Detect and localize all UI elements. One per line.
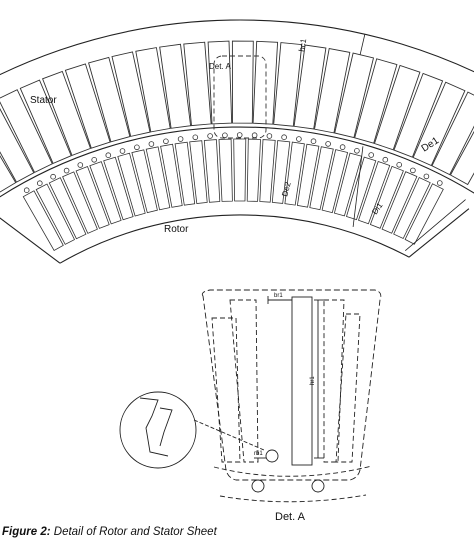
detail-rotor-bar-3 [312,480,324,492]
rotor-slot [234,139,246,201]
rotor-bar [149,142,154,147]
rotor-bar [397,162,402,167]
rotor-bar [37,181,42,186]
rotor-bar [437,181,442,186]
det-a-label-bottom: Det. A [275,511,306,523]
stator-slot [375,66,420,150]
stator-slot [413,82,465,165]
stator-slot [432,92,474,175]
rotor-bar [51,174,56,179]
detail-center-slot [292,297,312,465]
detail-slot-right [336,314,360,462]
rotor-bar [178,137,183,142]
stator-slot [355,59,397,143]
de1-label: De1 [420,135,442,154]
rotor-label: Rotor [164,224,189,235]
caption-prefix: Figure 2: [2,526,51,538]
rotor-slot [118,153,145,216]
rotor-slot [175,142,195,205]
hc1-label: hc1 [297,38,308,53]
rotor-bar [208,134,213,139]
rotor-bar [383,157,388,162]
stator-slot [89,57,130,141]
stator-slot [43,71,91,155]
rotor-bar [340,145,345,150]
stator-slot [294,45,326,129]
rotor-slot [247,139,260,201]
rotor-slot [370,166,403,228]
rotor-bar [193,135,198,140]
rotor-bar [120,149,125,154]
rotor-right-edge [409,209,469,257]
rotor-bar [369,153,374,158]
hc1-dimension [360,34,365,54]
stator-slot [208,41,232,124]
stator-label: Stator [30,95,57,106]
rotor-inner-arc [60,215,409,263]
rotor-bar [267,134,272,139]
zoom-circle [120,392,196,468]
de2-label: De2 [280,180,293,197]
stator-slot [112,52,150,136]
rotor-bar [135,145,140,150]
detail-slot-left [212,318,240,462]
rb1-label: rb1 [254,451,263,457]
figure-caption: Figure 2: Detail of Rotor and Stator She… [2,526,217,538]
rotor-bar [424,174,429,179]
detail-rotor-bar-1 [266,450,278,462]
zoom-detail-line-2 [160,408,172,446]
sector-outline [0,20,474,263]
rotor-bar [106,153,111,158]
detail-rotor-bar-2 [252,480,264,492]
zoom-leader-line [194,420,264,450]
stator-slot [160,44,191,128]
rotor-bar [282,135,287,140]
detail-airgap-arc [214,466,372,476]
rotor-bar [64,168,69,173]
rotor-bar [92,157,97,162]
caption-text: Detail of Rotor and Stator Sheet [51,526,217,538]
rotor-slot [36,184,74,244]
airgap-arc [0,127,474,204]
detail-rotor-arc [220,495,366,502]
rotor-left-edge [0,217,60,263]
rotor-bar [24,188,29,193]
stator-slot [335,53,374,138]
rotor-slot [219,139,232,201]
rotor-slot [334,153,361,216]
rotor-bar [355,148,360,153]
di1-dimension [405,200,465,251]
stator-outer-arc [0,20,474,126]
rotor-slot [104,157,133,220]
stator-slot [253,41,278,124]
rotor-bar [164,139,169,144]
stator-slots [0,41,474,193]
zoom-detail-line [140,398,168,456]
hr1-label: hr1 [310,376,316,385]
detail-slot-right-inner [324,300,344,462]
br1-label: br1 [274,293,283,299]
rotor-bar [237,133,242,138]
di1-label: Di1 [370,201,385,216]
rotor-bar [223,133,228,138]
det-a-label-top: Det. A [209,62,231,71]
rotor-bar [326,142,331,147]
stator-slot [274,43,302,127]
rotor-bar [411,168,416,173]
rotor-bar [311,139,316,144]
rotor-slot [190,141,208,204]
rotor-bar [297,137,302,142]
stator-slot [232,41,253,123]
stator-slot [184,42,211,125]
rotor-bar [78,163,83,168]
rotor-bar [252,133,257,138]
detail-a-view [120,290,381,502]
stator-slot [65,64,110,148]
